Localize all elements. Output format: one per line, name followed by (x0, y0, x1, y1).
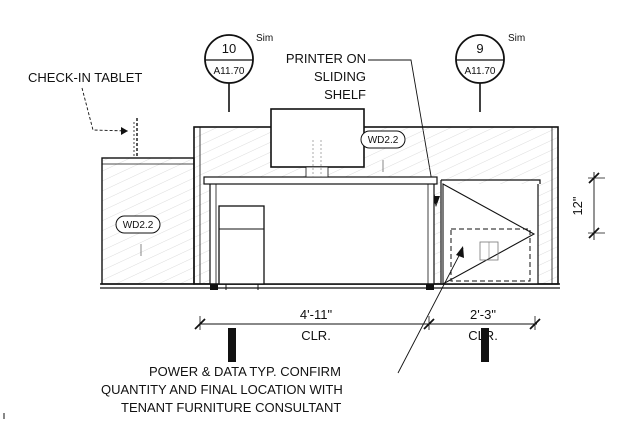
callout-sheet-right: A11.70 (465, 66, 496, 77)
callout-sheet-left: A11.70 (214, 66, 245, 77)
callout-note-left: Sim (256, 33, 273, 44)
leader-arrow-icon (121, 127, 128, 135)
checkin-tablet-label: CHECK-IN TABLET (28, 70, 142, 85)
power-data-marker-left (228, 328, 236, 362)
vertical-dimension-text: 12" (570, 196, 585, 215)
material-tag-upper: WD2.2 (360, 130, 406, 172)
printer (442, 183, 536, 285)
vertical-dimension: 12" (570, 172, 605, 240)
callout-note-right: Sim (508, 33, 525, 44)
tablet-icon (133, 118, 138, 158)
printer-label-line1: PRINTER ON (286, 51, 366, 66)
power-data-marker-right (481, 328, 489, 362)
power-note-line3: TENANT FURNITURE CONSULTANT (121, 400, 341, 415)
material-tag-upper-text: WD2.2 (368, 135, 399, 146)
callout-number-left: 10 (222, 41, 236, 56)
printer-label-line3: SHELF (324, 87, 366, 102)
section-callout-left[interactable]: 10 A11.70 Sim (204, 33, 273, 112)
material-tag-left: WD2.2 (115, 215, 161, 256)
dimension-right-width: 2'-3" (470, 307, 496, 322)
power-note-line1: POWER & DATA TYP. CONFIRM (149, 364, 341, 379)
undercounter-cabinet (218, 205, 265, 290)
power-note-line2: QUANTITY AND FINAL LOCATION WITH (101, 382, 343, 397)
monitor (270, 108, 365, 178)
power-note-leader (397, 247, 464, 374)
checkin-tablet-leader (81, 87, 129, 132)
section-callout-right[interactable]: 9 A11.70 Sim (455, 33, 525, 112)
power-note-arrow-icon (456, 246, 464, 258)
dimension-left-width: 4'-11" (300, 307, 333, 322)
material-tag-left-text: WD2.2 (123, 220, 154, 231)
printer-label-line2: SLIDING (314, 69, 366, 84)
dimension-left-clr: CLR. (301, 328, 331, 343)
callout-number-right: 9 (476, 41, 483, 56)
